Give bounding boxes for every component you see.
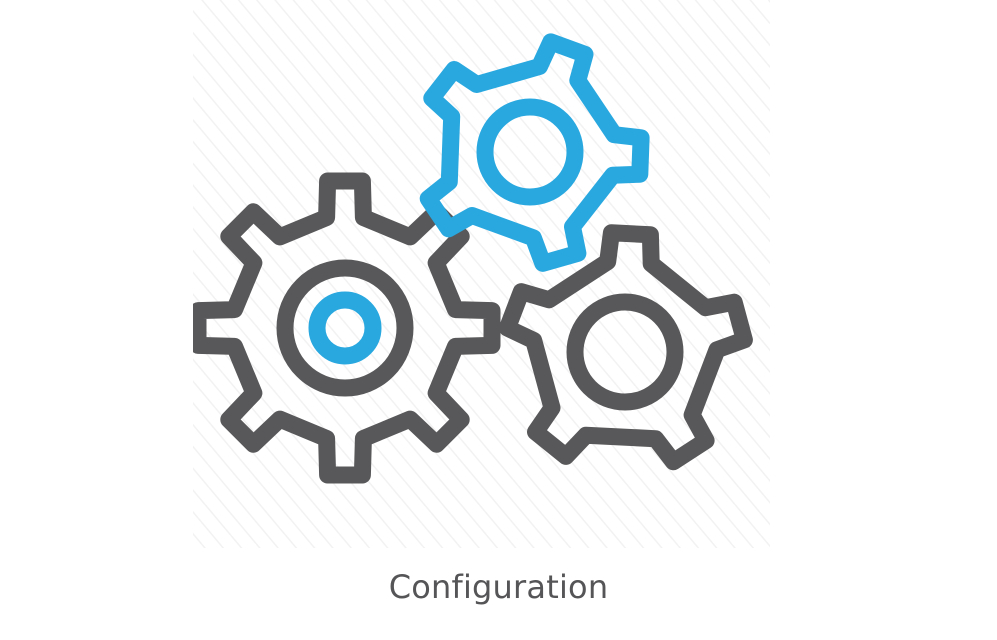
- small-gear-outline: [498, 224, 753, 471]
- blue-gear-hub: [476, 98, 584, 206]
- large-gear-hub: [308, 291, 382, 365]
- large-gear-ring: [276, 259, 414, 397]
- small-gear-hub: [566, 293, 684, 411]
- gears-icon: [193, 0, 770, 548]
- blue-gear-outline: [419, 33, 650, 272]
- caption-label: Configuration: [388, 568, 609, 606]
